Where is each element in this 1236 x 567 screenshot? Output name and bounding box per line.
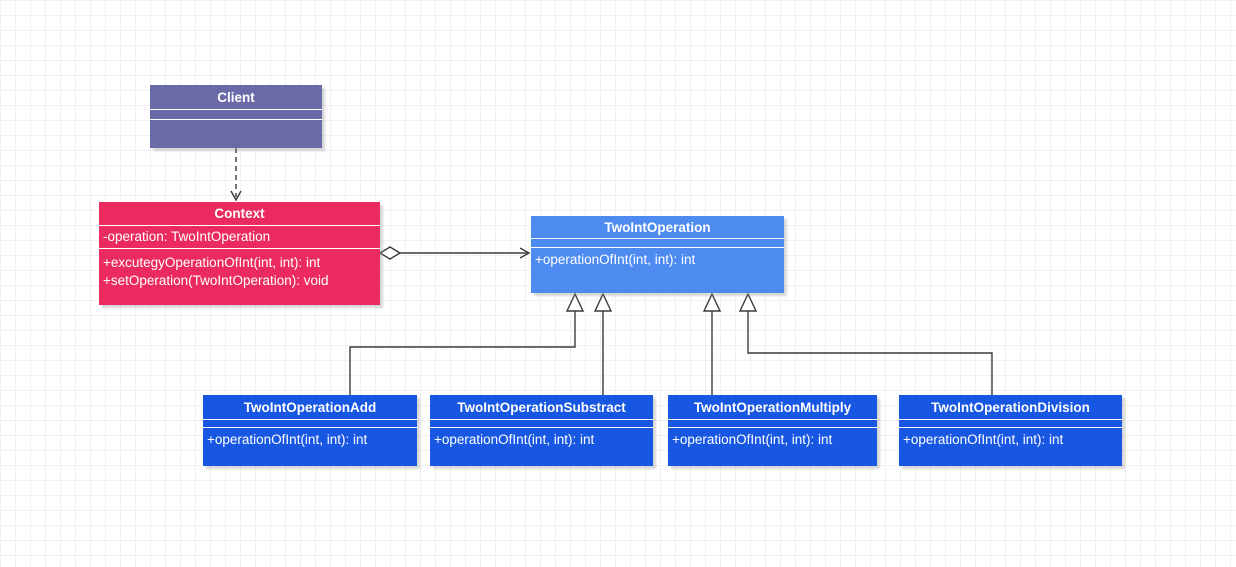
class-twointoperationadd[interactable]: TwoIntOperationAdd +operationOfInt(int, …: [203, 395, 417, 466]
method-row: +operationOfInt(int, int): int: [903, 432, 1064, 447]
class-twointoperationdivision-title: TwoIntOperationDivision: [931, 399, 1090, 415]
class-client[interactable]: Client: [150, 85, 322, 148]
class-twointoperationsubstract-attributes: [430, 419, 653, 427]
dependency-client-to-context[interactable]: [230, 148, 242, 202]
class-twointoperation-attributes: [531, 238, 784, 247]
class-twointoperationmultiply-methods: +operationOfInt(int, int): int: [668, 427, 877, 466]
class-twointoperationsubstract-methods: +operationOfInt(int, int): int: [430, 427, 653, 466]
generalization-substract-to-twointoperation[interactable]: [593, 292, 613, 395]
class-twointoperationdivision-attributes: [899, 419, 1122, 427]
class-client-methods: [150, 119, 322, 148]
class-client-attributes: [150, 109, 322, 119]
class-twointoperationdivision-methods: +operationOfInt(int, int): int: [899, 427, 1122, 466]
attribute-row: -operation: TwoIntOperation: [103, 229, 271, 244]
aggregation-context-to-twointoperation[interactable]: [378, 246, 531, 260]
class-twointoperation-title: TwoIntOperation: [604, 219, 711, 235]
method-row: +operationOfInt(int, int): int: [535, 252, 696, 267]
class-context-attributes: -operation: TwoIntOperation: [99, 225, 380, 248]
class-twointoperation[interactable]: TwoIntOperation +operationOfInt(int, int…: [531, 216, 784, 293]
class-twointoperationadd-title: TwoIntOperationAdd: [243, 399, 377, 415]
class-twointoperationmultiply-attributes: [668, 419, 877, 427]
class-twointoperationadd-methods: +operationOfInt(int, int): int: [203, 427, 417, 466]
generalization-add-to-twointoperation[interactable]: [349, 292, 585, 395]
class-twointoperation-methods: +operationOfInt(int, int): int: [531, 247, 784, 293]
class-twointoperationadd-attributes: [203, 419, 417, 427]
class-client-title: Client: [217, 89, 255, 105]
class-twointoperationmultiply[interactable]: TwoIntOperationMultiply +operationOfInt(…: [668, 395, 877, 466]
generalization-multiply-to-twointoperation[interactable]: [702, 292, 722, 395]
method-row: +operationOfInt(int, int): int: [672, 432, 833, 447]
method-row: +operationOfInt(int, int): int: [434, 432, 595, 447]
method-row: +excutegyOperationOfInt(int, int): int: [103, 255, 321, 270]
class-twointoperationmultiply-title: TwoIntOperationMultiply: [693, 399, 852, 415]
class-twointoperationsubstract[interactable]: TwoIntOperationSubstract +operationOfInt…: [430, 395, 653, 466]
generalization-division-to-twointoperation[interactable]: [738, 292, 993, 395]
method-row: +operationOfInt(int, int): int: [207, 432, 368, 447]
class-twointoperationdivision[interactable]: TwoIntOperationDivision +operationOfInt(…: [899, 395, 1122, 466]
method-row: +setOperation(TwoIntOperation): void: [103, 273, 329, 288]
class-context[interactable]: Context -operation: TwoIntOperation +exc…: [99, 202, 380, 305]
class-context-title: Context: [214, 206, 265, 221]
class-twointoperationsubstract-title: TwoIntOperationSubstract: [457, 399, 626, 415]
class-context-methods: +excutegyOperationOfInt(int, int): int +…: [99, 248, 380, 305]
